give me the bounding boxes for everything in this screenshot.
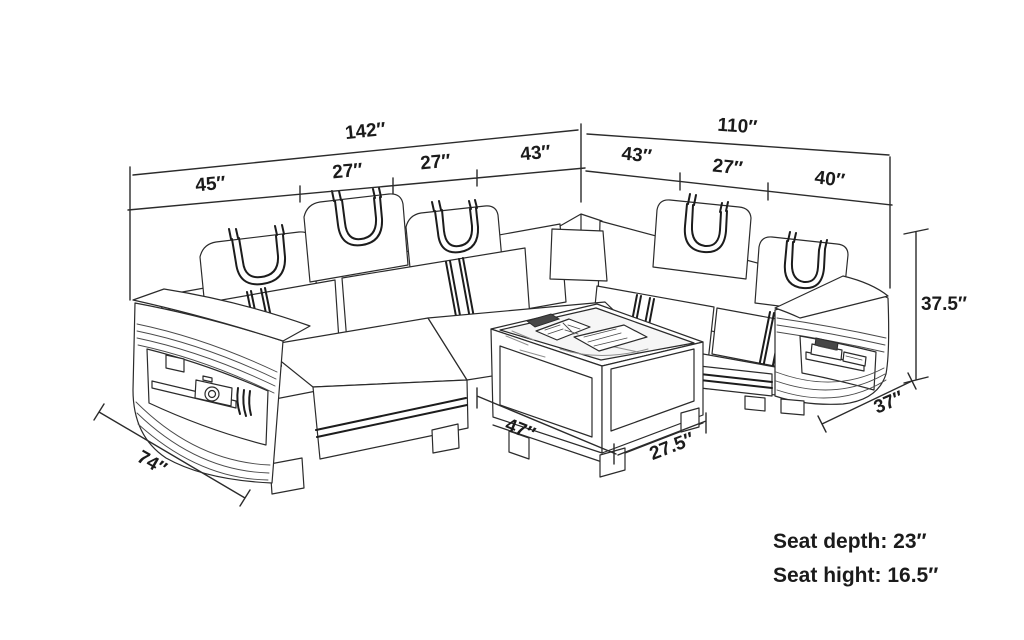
table-remote-item xyxy=(525,313,561,328)
headrest-1-band xyxy=(228,224,287,286)
seat-notes: Seat depth: 23″ Seat hight: 16.5″ xyxy=(773,530,938,587)
right-wing-foot xyxy=(744,395,766,412)
shelf-books-dark xyxy=(814,337,839,351)
left-arm-skirt-ribs xyxy=(135,401,271,481)
right-arm-foot xyxy=(780,398,805,416)
dim-right-segments-line xyxy=(585,170,893,206)
dim-left-segments-line xyxy=(127,167,586,211)
dim-right-seg-40-label: 40″ xyxy=(813,167,846,192)
left-armrest-top xyxy=(132,288,311,342)
dim-left-seg-43-label: 43″ xyxy=(520,142,552,166)
table-feet xyxy=(508,407,700,478)
dim-left-total-line xyxy=(129,123,582,301)
dim-arm-depth-label: 37″ xyxy=(871,387,907,418)
table-front-window xyxy=(499,345,593,438)
glass-reflection-strokes xyxy=(505,330,649,358)
dim-left-seg-27b-label: 27″ xyxy=(420,151,452,175)
magazine-open-pages xyxy=(544,322,581,335)
dim-height: 37.5″ xyxy=(903,228,967,384)
magazine-flat xyxy=(573,324,648,352)
magazine-flat-pages xyxy=(583,328,628,347)
right-arm-skirt-ribs xyxy=(775,367,887,399)
headrest-2-band xyxy=(331,187,384,247)
right-arm xyxy=(774,275,890,416)
shelf-box-item xyxy=(165,354,185,373)
seat-height-note: Seat hight: 16.5″ xyxy=(773,564,938,587)
dim-right-total-line xyxy=(586,133,891,289)
dim-height-line xyxy=(903,228,929,384)
dim-right-seg-43-label: 43″ xyxy=(620,144,652,168)
shelf-camera-body xyxy=(194,379,233,407)
shelf-books-right xyxy=(842,351,867,367)
chaise-feet xyxy=(269,423,460,495)
table-right-window xyxy=(610,348,695,432)
dim-chaise-depth-line xyxy=(93,403,251,507)
shelf-camera-knob xyxy=(202,375,213,383)
shelf-hanging-straps xyxy=(236,387,252,417)
dim-left-total: 142″ xyxy=(129,119,582,301)
corner-pillow xyxy=(549,228,608,282)
headrest-5-band xyxy=(783,231,828,290)
dim-arm-depth-line xyxy=(817,372,917,433)
dim-left-segments: 45″ 27″ 27″ 43″ xyxy=(127,142,586,211)
dim-table-depth-line xyxy=(617,412,707,456)
dim-right-seg-27-label: 27″ xyxy=(711,156,743,180)
dim-height-label: 37.5″ xyxy=(921,294,967,315)
right-armrest-top xyxy=(774,275,889,319)
dim-right-segments: 43″ 27″ 40″ xyxy=(585,144,893,206)
headrest-3-band xyxy=(431,199,480,254)
shelf-camera-lens-inner xyxy=(207,389,217,399)
left-arm xyxy=(132,288,311,484)
headrest-4-band xyxy=(683,193,729,254)
chaise-front-face xyxy=(312,379,469,460)
left-arm-eyebrow-ribs xyxy=(136,323,278,394)
dim-left-seg-27a-label: 27″ xyxy=(332,160,364,184)
chaise-rail-stripes xyxy=(315,397,468,438)
headrest-4 xyxy=(652,199,752,280)
shelf-books-pages xyxy=(817,345,863,361)
dim-right-total: 110″ xyxy=(586,115,891,289)
coffee-table xyxy=(490,303,704,478)
magazine-open xyxy=(535,318,591,341)
dim-right-total-label: 110″ xyxy=(717,115,758,139)
shelf-camera-lens xyxy=(204,386,220,402)
dim-table-length-line xyxy=(476,387,617,465)
sectional-sofa-drawing xyxy=(132,187,890,495)
seat-depth-note: Seat depth: 23″ xyxy=(773,530,927,553)
dim-left-seg-45-label: 45″ xyxy=(195,173,227,197)
dim-left-total-label: 142″ xyxy=(344,119,387,144)
